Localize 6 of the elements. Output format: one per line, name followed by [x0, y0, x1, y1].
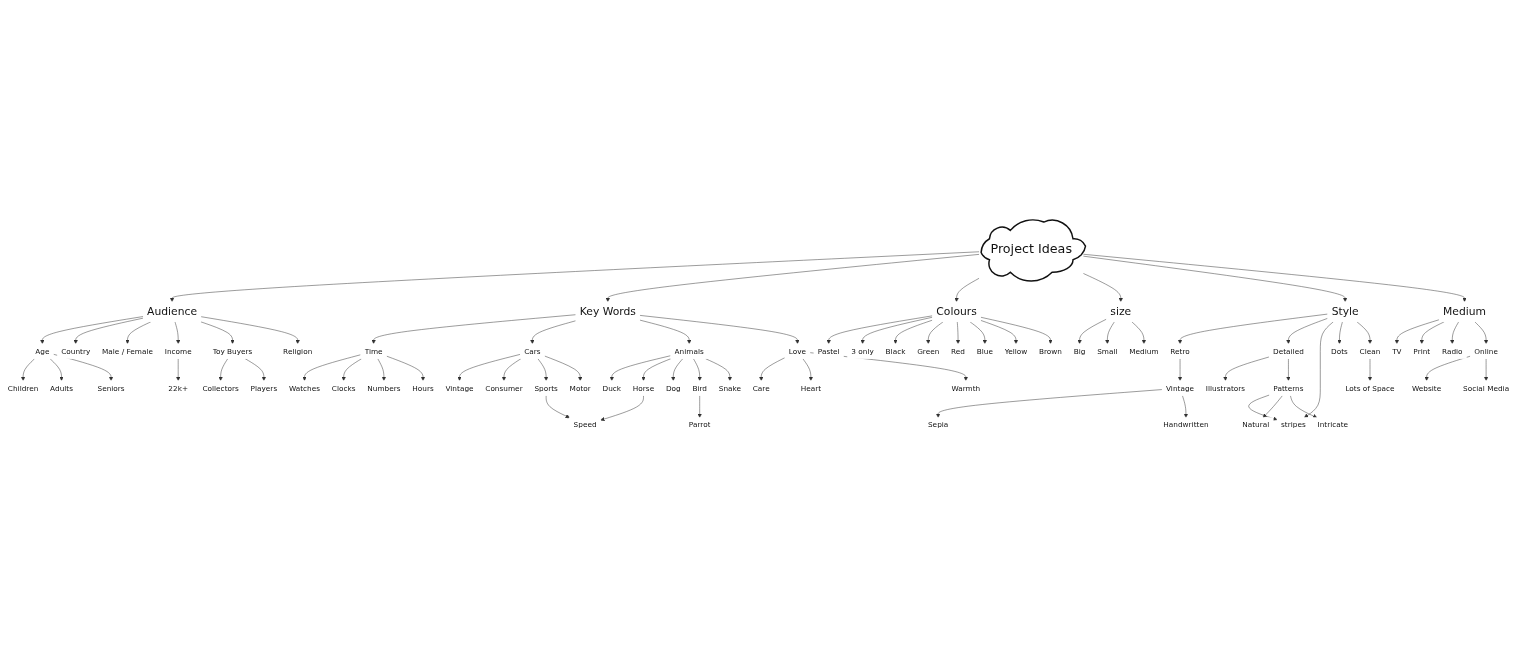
node-text: Style: [1331, 305, 1359, 318]
node-text: Medium: [1443, 305, 1487, 318]
node-text: Key Words: [579, 305, 636, 318]
node-text: size: [1110, 305, 1132, 318]
node-text: Audience: [147, 305, 198, 318]
node-text: Colours: [936, 305, 977, 318]
